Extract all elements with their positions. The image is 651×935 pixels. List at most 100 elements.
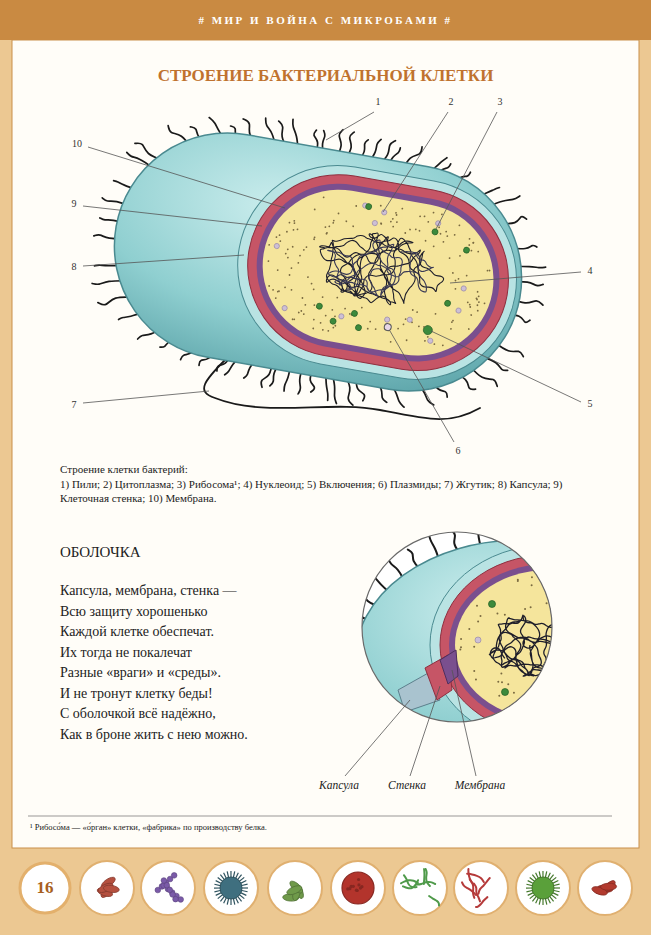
microbe-spot xyxy=(357,883,360,886)
cytoplasm-grain xyxy=(478,301,480,303)
cytoplasm-grain xyxy=(572,586,574,588)
cytoplasm-grain xyxy=(587,702,589,704)
cytoplasm-grain xyxy=(285,253,287,255)
cytoplasm-grain xyxy=(586,642,588,644)
cytoplasm-grain xyxy=(325,233,327,235)
cytoplasm-grain xyxy=(416,311,418,313)
cytoplasm-grain xyxy=(314,236,316,238)
cell-granule xyxy=(330,318,337,325)
cytoplasm-grain xyxy=(583,624,585,626)
cytoplasm-grain xyxy=(628,640,630,642)
callout-number: 5 xyxy=(588,398,593,410)
leader-line xyxy=(326,112,374,140)
cytoplasm-grain xyxy=(415,228,417,230)
cytoplasm-grain xyxy=(272,289,274,291)
cytoplasm-grain xyxy=(476,605,478,607)
zoom-wall xyxy=(440,555,651,735)
cytoplasm-grain xyxy=(475,297,477,299)
cytoplasm-grain xyxy=(345,220,347,222)
cell-granule xyxy=(316,303,323,310)
microbe-spot xyxy=(352,885,355,888)
rod-microbe xyxy=(286,884,303,897)
cytoplasm-grain xyxy=(557,695,559,697)
cytoplasm-grain xyxy=(554,686,556,688)
cytoplasm-grain xyxy=(327,330,329,332)
cytoplasm-grain xyxy=(586,610,588,612)
cytoplasm-grain xyxy=(546,602,548,604)
cytoplasm-grain xyxy=(279,234,281,236)
cytoplasm-grain xyxy=(585,622,587,624)
cytoplasm-grain xyxy=(322,296,324,298)
leader-line xyxy=(83,206,262,226)
cytoplasm-grain xyxy=(540,695,542,697)
cytoplasm-grain xyxy=(469,306,471,308)
microbe-icon xyxy=(393,861,447,915)
cytoplasm-grain xyxy=(401,208,403,210)
cytoplasm-grain xyxy=(418,325,420,327)
cytoplasm-grain xyxy=(412,309,414,311)
cytoplasm-grain xyxy=(500,672,502,674)
cell-granule xyxy=(432,228,439,235)
cytoplasm-grain xyxy=(433,343,435,345)
microbe-icon xyxy=(516,861,570,915)
pilus xyxy=(338,668,360,672)
footnote-rule xyxy=(28,816,612,817)
cytoplasm-grain xyxy=(598,668,600,670)
cytoplasm-grain xyxy=(323,196,325,198)
cytoplasm-grain xyxy=(449,257,451,259)
cytoplasm-grain xyxy=(331,309,333,311)
cytoplasm-grain xyxy=(607,597,609,599)
cytoplasm-grain xyxy=(617,684,619,686)
leader-line xyxy=(83,255,244,266)
cytoplasm-grain xyxy=(583,598,585,600)
cytoplasm-grain xyxy=(312,327,314,329)
cytoplasm-grain xyxy=(427,221,429,223)
cytoplasm-grain xyxy=(600,654,602,656)
cytoplasm-grain xyxy=(507,683,509,685)
cytoplasm-grain xyxy=(467,301,469,303)
page-number-ring xyxy=(20,863,70,913)
cell-granule xyxy=(355,324,362,331)
cytoplasm-grain xyxy=(530,606,532,608)
filament-microbe xyxy=(403,880,418,888)
figure-caption: Строение клетки бактерий: xyxy=(60,463,188,476)
cytoplasm-grain xyxy=(446,235,448,237)
cell-granule xyxy=(274,243,280,249)
leader-line xyxy=(431,331,581,402)
rod-microbe xyxy=(600,883,616,891)
cytoplasm-grain xyxy=(441,213,443,215)
cell-granule xyxy=(456,308,462,314)
cytoplasm-grain xyxy=(619,677,621,679)
cytoplasm-grain xyxy=(477,251,479,253)
cytoplasm-grain xyxy=(432,212,434,214)
cytoplasm-grain xyxy=(566,585,568,587)
filament-microbe xyxy=(467,874,484,882)
microbe-icon xyxy=(268,861,322,915)
cell-granule xyxy=(365,203,372,210)
cytoplasm-grain xyxy=(472,242,474,244)
leader-line xyxy=(450,272,581,283)
zoom-cytoplasm xyxy=(455,570,641,720)
cell-granule xyxy=(461,285,467,291)
cytoplasm-grain xyxy=(332,327,334,329)
cytoplasm-grain xyxy=(504,614,506,616)
cytoplasm-grain xyxy=(402,323,404,325)
cytoplasm-grain xyxy=(324,226,326,228)
cytoplasm-grain xyxy=(612,638,614,640)
icon-circle xyxy=(268,861,322,915)
cytoplasm-grain xyxy=(599,687,601,689)
microbe-spot xyxy=(359,886,362,889)
cytoplasm-grain xyxy=(458,224,460,226)
cytoplasm-grain xyxy=(476,304,478,306)
cytoplasm-grain xyxy=(299,255,301,257)
poem-heading: ОБОЛОЧКА xyxy=(60,543,141,561)
leader-line xyxy=(83,391,209,403)
cytoplasm-grain xyxy=(284,286,286,288)
cytoplasm-grain xyxy=(470,250,472,252)
poem-line: С оболочкой всё надёжно, xyxy=(60,706,216,723)
cytoplasm-grain xyxy=(445,231,447,233)
cytoplasm-grain xyxy=(610,611,612,613)
callout-number: 4 xyxy=(588,265,593,277)
cytoplasm-grain xyxy=(397,328,399,330)
cytoplasm-grain xyxy=(571,601,573,603)
